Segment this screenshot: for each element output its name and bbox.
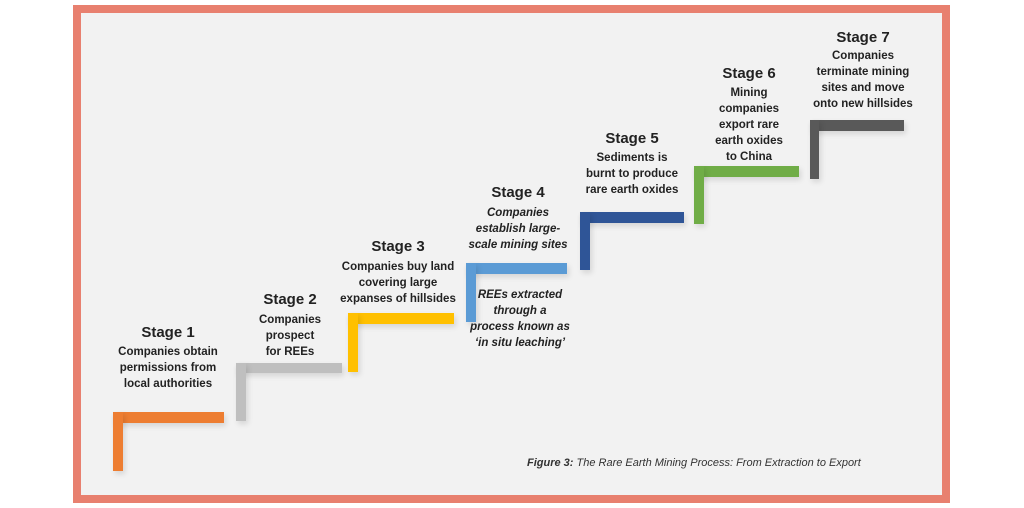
note-line: through a bbox=[493, 305, 547, 317]
step-3-riser bbox=[348, 313, 358, 372]
desc-line: Companies bbox=[832, 50, 894, 62]
desc-line: Mining bbox=[730, 87, 768, 99]
step-4-riser bbox=[466, 263, 476, 322]
desc-line: companies bbox=[718, 103, 780, 115]
step-1-riser bbox=[113, 412, 123, 471]
desc-line: Companies bbox=[259, 314, 321, 326]
step-4-tread bbox=[466, 263, 567, 274]
desc-line: onto new hillsides bbox=[813, 98, 913, 110]
stage-7-title: Stage 7 bbox=[836, 29, 890, 46]
desc-line: export rare bbox=[718, 119, 780, 131]
desc-line: for REEs bbox=[265, 346, 315, 358]
desc-line: rare earth oxides bbox=[585, 184, 679, 196]
figure-caption: Figure 3: The Rare Earth Mining Process:… bbox=[527, 457, 861, 469]
step-5-riser bbox=[580, 212, 590, 270]
desc-line: Companies buy land bbox=[341, 261, 455, 273]
desc-line: Companies obtain bbox=[118, 346, 218, 358]
stage-3-title: Stage 3 bbox=[371, 238, 425, 255]
stage-4-note: REEs extracted through a process known a… bbox=[470, 287, 570, 351]
step-6-riser bbox=[694, 166, 704, 224]
stage-6-description: Mining companies export rare earth oxide… bbox=[715, 85, 783, 165]
stage-2-title: Stage 2 bbox=[263, 291, 317, 308]
stage-5-title: Stage 5 bbox=[605, 130, 659, 147]
stage-1-title: Stage 1 bbox=[141, 324, 195, 341]
desc-line: earth oxides bbox=[715, 135, 783, 147]
step-6-tread bbox=[694, 166, 799, 177]
step-5-tread bbox=[580, 212, 684, 223]
desc-line: Sediments is bbox=[596, 152, 668, 164]
stage-3-description: Companies buy land covering large expans… bbox=[340, 259, 456, 307]
stage-5-description: Sediments is burnt to produce rare earth… bbox=[586, 150, 679, 198]
stage-7-description: Companies terminate mining sites and mov… bbox=[813, 48, 913, 112]
desc-line: scale mining sites bbox=[468, 239, 568, 251]
desc-line: sites and move bbox=[821, 82, 905, 94]
desc-line: Companies bbox=[486, 207, 549, 219]
desc-line: covering large bbox=[358, 277, 438, 289]
step-1-tread bbox=[113, 412, 224, 423]
stage-2-description: Companies prospect for REEs bbox=[259, 312, 321, 360]
desc-line: to China bbox=[726, 151, 772, 163]
caption-text: The Rare Earth Mining Process: From Extr… bbox=[573, 457, 861, 469]
desc-line: burnt to produce bbox=[586, 168, 678, 180]
desc-line: establish large- bbox=[475, 223, 561, 235]
step-7-riser bbox=[810, 120, 819, 179]
desc-line: permissions from bbox=[119, 362, 217, 374]
note-line: REEs extracted bbox=[477, 289, 563, 301]
step-3-tread bbox=[348, 313, 454, 324]
desc-line: prospect bbox=[265, 330, 315, 342]
stage-1-description: Companies obtain permissions from local … bbox=[118, 344, 218, 392]
step-2-tread bbox=[236, 363, 342, 373]
step-2-riser bbox=[236, 363, 246, 421]
step-7-tread bbox=[810, 120, 904, 131]
stage-6-title: Stage 6 bbox=[722, 65, 776, 82]
stage-4-title: Stage 4 bbox=[491, 184, 545, 201]
stage-4-description: Companies establish large- scale mining … bbox=[468, 205, 567, 253]
caption-label: Figure 3: bbox=[527, 457, 574, 469]
desc-line: local authorities bbox=[123, 378, 213, 390]
desc-line: expanses of hillsides bbox=[340, 293, 456, 305]
note-line: ‘in situ leaching’ bbox=[474, 337, 566, 349]
desc-line: terminate mining bbox=[816, 66, 910, 78]
note-line: process known as bbox=[470, 321, 570, 333]
